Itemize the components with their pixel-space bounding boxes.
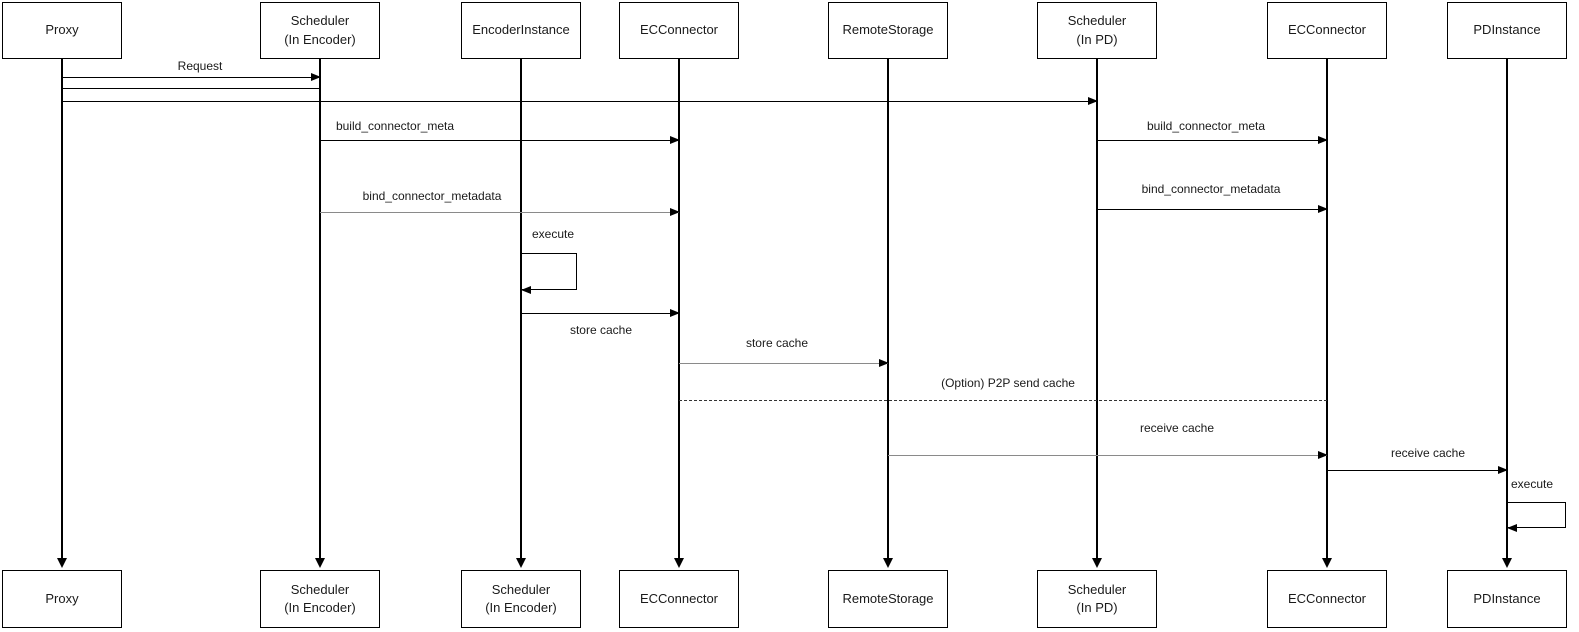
message-arrow-bind-connector-metadata — [1097, 205, 1328, 213]
message-arrow-receive-cache — [888, 451, 1328, 459]
self-loop-execute — [521, 253, 577, 290]
lifeline-remotestorage — [887, 59, 889, 563]
actor-box-pdinstance-top: PDInstance — [1447, 2, 1567, 59]
arrow-down-icon — [315, 558, 325, 568]
lifeline-scheduler-pd — [1096, 59, 1098, 563]
message-label: (Option) P2P send cache — [939, 376, 1077, 390]
arrow-right-icon — [1088, 97, 1098, 105]
arrow-right-icon — [879, 359, 889, 367]
message-arrow-store-cache — [521, 309, 680, 317]
arrow-down-icon — [1322, 558, 1332, 568]
arrow-right-icon — [670, 208, 680, 216]
lifeline-pdinstance — [1506, 59, 1508, 563]
actor-box-proxy-bottom: Proxy — [2, 570, 122, 628]
actor-box-remotestorage-bottom: RemoteStorage — [828, 570, 948, 628]
message-label: execute — [1508, 477, 1556, 491]
actor-box-proxy-top: Proxy — [2, 2, 122, 59]
actor-box-remotestorage-top: RemoteStorage — [828, 2, 948, 59]
lifeline-ecconnector2 — [1326, 59, 1328, 563]
message-arrow-store-cache — [679, 359, 889, 367]
message-arrow-receive-cache — [1327, 466, 1508, 474]
arrow-right-icon — [1318, 136, 1328, 144]
message-arrow-build-connector-meta — [320, 136, 680, 144]
arrow-down-icon — [674, 558, 684, 568]
arrow-right-icon — [1498, 466, 1508, 474]
arrow-right-icon — [670, 309, 680, 317]
message-label: store cache — [567, 323, 635, 337]
arrow-down-icon — [1092, 558, 1102, 568]
message-arrow-request — [62, 73, 321, 81]
arrow-down-icon — [516, 558, 526, 568]
arrow-down-icon — [1502, 558, 1512, 568]
arrow-down-icon — [883, 558, 893, 568]
message-label: Request — [175, 59, 225, 73]
arrow-right-icon — [1318, 205, 1328, 213]
message-line-p2p-send-cache — [679, 400, 1327, 401]
arrow-right-icon — [1318, 451, 1328, 459]
actor-box-scheduler-encoder2-bottom: Scheduler (In Encoder) — [461, 570, 581, 628]
message-arrow-build-connector-meta — [1097, 136, 1328, 144]
message-label: store cache — [743, 336, 811, 350]
self-loop-execute — [1507, 502, 1566, 528]
arrow-right-icon — [670, 136, 680, 144]
message-label: bind_connector_metadata — [1139, 182, 1283, 196]
actor-box-scheduler-pd-top: Scheduler (In PD) — [1037, 2, 1157, 59]
lifeline-encoderinstance — [520, 59, 522, 563]
actor-box-ecconnector-top: ECConnector — [619, 2, 739, 59]
arrow-right-icon — [311, 73, 321, 81]
message-arrow-bind-connector-metadata — [320, 208, 680, 216]
message-label: execute — [529, 227, 577, 241]
actor-box-ecconnector2-bottom: ECConnector — [1267, 570, 1387, 628]
message-label: bind_connector_metadata — [360, 189, 504, 203]
actor-box-scheduler-pd-bottom: Scheduler (In PD) — [1037, 570, 1157, 628]
actor-box-pdinstance-bottom: PDInstance — [1447, 570, 1567, 628]
actor-box-encoderinstance-top: EncoderInstance — [461, 2, 581, 59]
arrow-left-icon — [521, 285, 531, 294]
message-label: build_connector_meta — [333, 119, 457, 133]
arrow-down-icon — [57, 558, 67, 568]
lifeline-proxy — [61, 59, 63, 563]
message-label: build_connector_meta — [1144, 119, 1268, 133]
actor-box-ecconnector-bottom: ECConnector — [619, 570, 739, 628]
arrow-left-icon — [1507, 523, 1517, 532]
actor-box-scheduler-encoder-bottom: Scheduler (In Encoder) — [260, 570, 380, 628]
actor-box-scheduler-encoder-top: Scheduler (In Encoder) — [260, 2, 380, 59]
actor-box-ecconnector2-top: ECConnector — [1267, 2, 1387, 59]
message-arrow — [62, 97, 1098, 105]
lifeline-scheduler-encoder — [319, 59, 321, 563]
message-line — [62, 88, 320, 89]
message-label: receive cache — [1137, 421, 1217, 435]
message-label: receive cache — [1388, 446, 1468, 460]
